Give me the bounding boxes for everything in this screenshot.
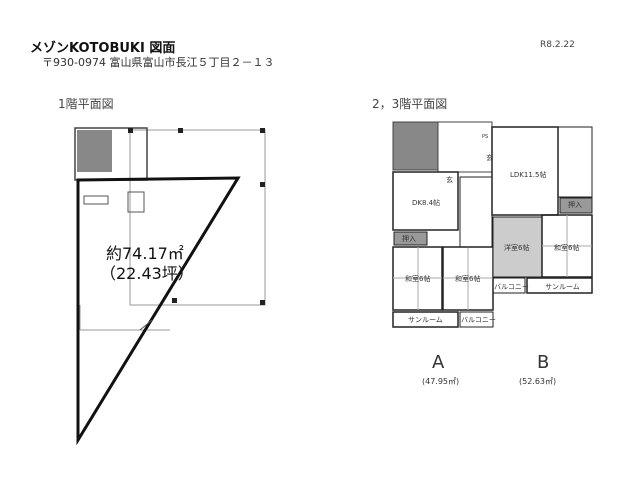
floor1-heading: 1階平面図 xyxy=(58,97,114,111)
address: 〒930-0974 富山県富山市長江５丁目２－１３ xyxy=(42,56,275,69)
unit-a-area: (47.95㎡) xyxy=(422,377,460,386)
floor23-heading: 2，3階平面図 xyxy=(372,97,448,111)
room-yoshitsu-b: 洋室6帖 xyxy=(504,244,530,252)
room-ldk: LDK11.5帖 xyxy=(510,171,547,179)
floor1-area-sqm: 約74.17㎡ xyxy=(106,244,184,263)
room-oshiire-a: 押入 xyxy=(402,235,416,243)
floor1-plan xyxy=(74,127,266,446)
room-ps: PS xyxy=(482,134,489,140)
unit-b-area: (52.63㎡) xyxy=(519,377,557,386)
room-sunroom-b: サンルーム xyxy=(545,283,580,291)
room-washitsu-b: 和室6帖 xyxy=(554,244,580,252)
unit-a-label: A xyxy=(432,352,445,373)
room-genkan-b: 玄 xyxy=(486,154,493,162)
floor1-area-tsubo: （22.43坪） xyxy=(100,264,194,283)
room-washitsu-a2: 和室6帖 xyxy=(455,275,481,283)
room-dk: DK8.4帖 xyxy=(412,199,441,207)
room-washitsu-a1: 和室6帖 xyxy=(405,275,431,283)
room-oshiire-b: 押入 xyxy=(568,201,582,209)
room-balcony-a: バルコニー xyxy=(461,316,496,324)
floor23-plan xyxy=(392,121,593,328)
stairs xyxy=(77,130,112,172)
room-genkan-a: 玄 xyxy=(446,176,453,184)
room-balcony-b: バルコニー xyxy=(494,283,529,291)
unit-b-label: B xyxy=(537,352,550,373)
date: R8.2.22 xyxy=(540,40,575,50)
document-title: メゾンKOTOBUKI 図面 xyxy=(30,41,176,56)
room-sunroom-a: サンルーム xyxy=(408,316,443,324)
